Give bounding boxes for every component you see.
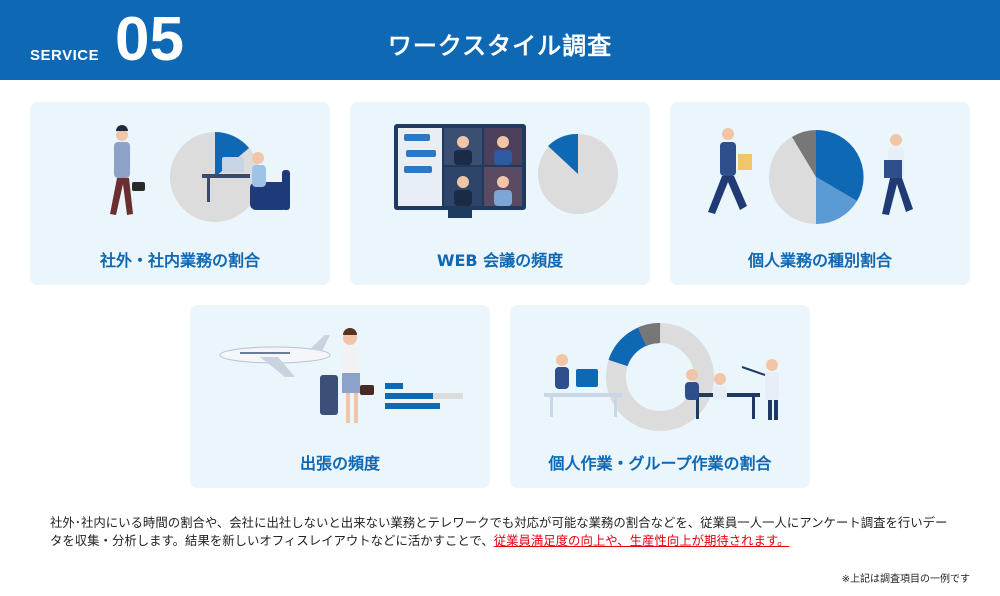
- office-worker-pie-illustration: [110, 125, 290, 222]
- card-label: 個人業務の種別割合: [747, 251, 892, 270]
- card-label: 出張の頻度: [299, 454, 380, 473]
- card-external-internal: 社外・社内業務の割合: [30, 102, 330, 285]
- card-individual-group: 個人作業・グループ作業の割合: [510, 305, 810, 488]
- card-label: 個人作業・グループ作業の割合: [548, 454, 772, 473]
- description-highlight: 従業員満足度の向上や、生産性向上が期待されます。: [493, 533, 790, 548]
- card-task-types: 個人業務の種別割合: [670, 102, 970, 285]
- description-body: 社外･社内にいる時間の割合や、会社に出社しないと出来ない業務とテレワークでも対応…: [50, 515, 948, 548]
- card-web-meeting: WEB 会議の頻度: [350, 102, 650, 285]
- service-label: SERVICE: [30, 47, 100, 64]
- service-number: 05: [115, 5, 184, 74]
- description-text: 社外･社内にいる時間の割合や、会社に出社しないと出来ない業務とテレワークでも対応…: [50, 514, 955, 550]
- footnote: ※上記は調査項目の一例です: [841, 574, 970, 585]
- task-type-pie-illustration: [708, 128, 913, 225]
- header-bar: SERVICE 05 ワークスタイル調査: [0, 0, 1000, 80]
- individual-group-donut-illustration: [544, 322, 779, 431]
- card-business-trip: 出張の頻度: [190, 305, 490, 488]
- card-label: 社外・社内業務の割合: [99, 251, 260, 270]
- page-title: ワークスタイル調査: [387, 32, 613, 60]
- card-label: WEB 会議の頻度: [436, 251, 564, 270]
- business-trip-illustration: [219, 328, 463, 423]
- video-conference-illustration: [394, 124, 618, 218]
